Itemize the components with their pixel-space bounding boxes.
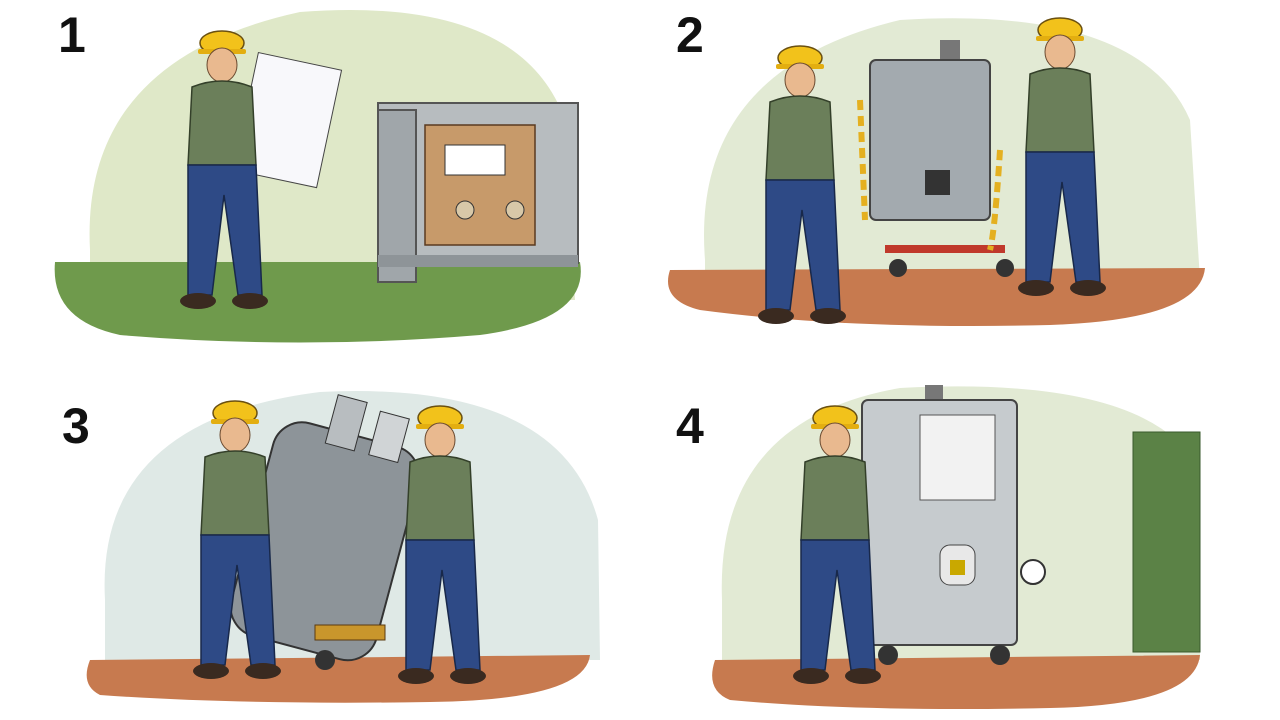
floor (712, 655, 1200, 709)
floor (668, 268, 1205, 326)
green-door (1132, 431, 1201, 653)
pressure-gauge-icon (1020, 559, 1046, 585)
water-tank (229, 394, 421, 662)
step-number: 4 (676, 398, 704, 454)
panel-1: 1 (54, 7, 581, 343)
water-heater (861, 385, 1046, 665)
electrical-cabinet (377, 102, 579, 283)
dolly-cart (885, 245, 1005, 253)
panel-2: 2 (668, 7, 1205, 326)
panel-3: 3 (62, 391, 601, 703)
floor (86, 655, 591, 703)
water-heater (857, 40, 1014, 277)
step-number: 1 (58, 7, 86, 63)
step-number: 2 (676, 7, 704, 63)
grass-floor (54, 262, 581, 343)
instruction-label (919, 414, 996, 501)
panel-4: 4 (676, 385, 1201, 709)
dolly-cart (314, 624, 386, 641)
step-number: 3 (62, 398, 90, 454)
